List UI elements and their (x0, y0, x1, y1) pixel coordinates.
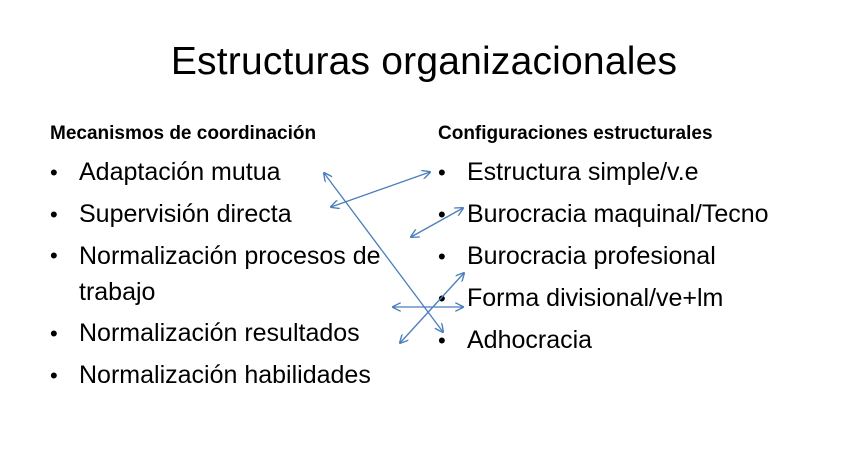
structural-configurations-list: Estructura simple/v.e Burocracia maquina… (438, 154, 769, 359)
structural-configurations-column: Configuraciones estructurales Estructura… (438, 122, 769, 364)
coordination-mechanisms-list: Adaptación mutua Supervisión directa Nor… (50, 154, 424, 394)
list-item: Normalización habilidades (50, 357, 424, 394)
slide-title: Estructuras organizacionales (170, 40, 678, 83)
structural-configurations-heading: Configuraciones estructurales (438, 123, 713, 144)
list-item: Adhocracia (438, 322, 769, 359)
list-item: Estructura simple/v.e (438, 154, 769, 191)
coordination-mechanisms-heading: Mecanismos de coordinación (50, 123, 317, 144)
list-item: Normalización resultados (50, 315, 424, 352)
list-item: Burocracia profesional (438, 238, 769, 275)
list-item: Supervisión directa (50, 196, 424, 233)
list-item: Burocracia maquinal/Tecno (438, 196, 769, 233)
list-item: Forma divisional/ve+lm (438, 280, 769, 317)
coordination-mechanisms-column: Mecanismos de coordinación Adaptación mu… (50, 122, 424, 399)
list-item: Normalización procesos de trabajo (50, 238, 424, 310)
list-item-label: Normalización procesos de trabajo (79, 242, 381, 306)
list-item: Adaptación mutua (50, 154, 424, 191)
